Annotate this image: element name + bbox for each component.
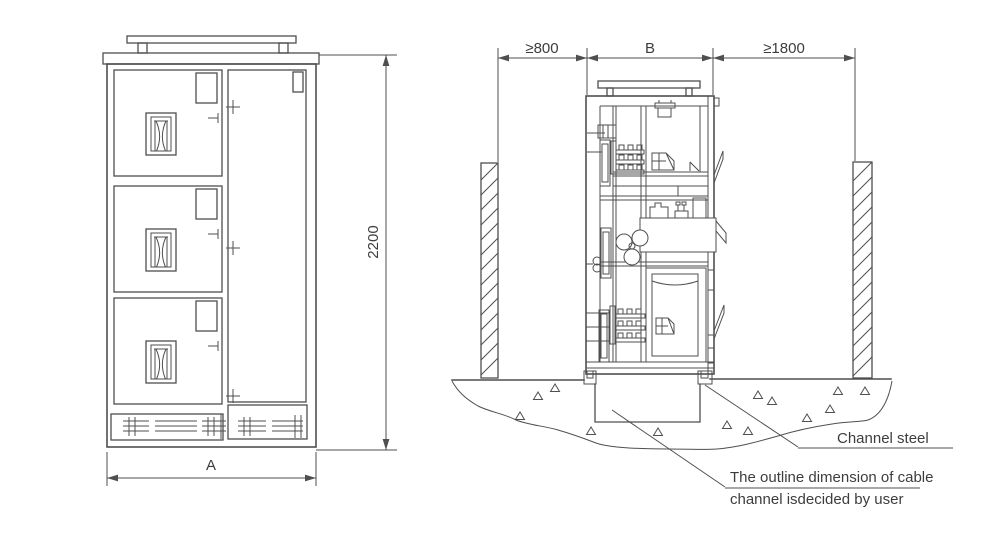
front-top-plate: [102, 52, 320, 65]
hinge-nub: [713, 97, 720, 107]
width-dimension-label: A: [206, 457, 216, 474]
meter-icon: [145, 228, 177, 272]
fan-icon: [615, 229, 649, 266]
door-handle-icon: [208, 113, 219, 123]
meter-icon: [145, 340, 177, 384]
cable-channel: [594, 383, 701, 423]
vent-panel-right: [227, 404, 308, 440]
aggregate-triangles: [514, 383, 871, 436]
vent-flap-lower: [713, 304, 725, 340]
screw-cross-icon: [226, 100, 240, 114]
lower-busbar-assembly: [586, 305, 646, 363]
screw-cross-icon: [226, 241, 240, 255]
vent-panel-left: [110, 413, 226, 441]
breaker-upper: [651, 152, 675, 171]
insulator: [599, 139, 611, 187]
wall-left: [480, 162, 499, 379]
height-dimension-label: 2200: [365, 225, 382, 258]
vent-flap-upper: [713, 150, 724, 184]
top-dimensions: ≥800 B ≥1800: [497, 40, 856, 162]
right-clearance-label: ≥1800: [763, 40, 805, 57]
excavation-contour: [451, 380, 893, 450]
front-compartment-2: [113, 185, 223, 293]
drawer-band: [639, 217, 717, 253]
insulator: [600, 227, 612, 279]
left-clearance-label: ≥800: [525, 40, 558, 57]
lower-compartment: [645, 267, 707, 363]
side-cabinet: [583, 80, 727, 385]
relay-window: [195, 300, 218, 332]
side-top-plate: [597, 80, 701, 89]
insulator: [598, 309, 610, 363]
cable-channel-note-line1: The outline dimension of cable: [730, 469, 933, 486]
upper-busbar-assembly: [587, 100, 701, 187]
width-dimension: A: [106, 452, 317, 486]
side-view: ≥800 B ≥1800: [451, 40, 953, 508]
relay-window: [195, 188, 218, 220]
cable-channel-note-line2: channel isdecided by user: [730, 491, 903, 508]
door-handle-icon: [208, 341, 219, 351]
meter-icon: [145, 112, 177, 156]
screw-cross-icon: [226, 389, 240, 403]
front-cabinet-body: [106, 63, 317, 448]
door-handle-icon: [208, 229, 219, 239]
front-compartment-3: [113, 297, 223, 405]
cabinet-feet: [583, 370, 713, 385]
vent-flap-mid: [715, 219, 727, 245]
top-vent-box: [654, 100, 676, 118]
front-view: A 2200: [102, 35, 397, 486]
front-compartment-1: [113, 69, 223, 177]
front-right-door: [226, 69, 307, 403]
channel-steel-callout: Channel steel: [704, 384, 953, 449]
busbar-comb: [614, 308, 646, 343]
busbar-comb: [615, 144, 645, 175]
cable-channel-note-callout: The outline dimension of cable channel i…: [611, 409, 933, 508]
height-dimension: 2200: [316, 54, 397, 451]
channel-steel-label: Channel steel: [837, 430, 929, 447]
door-window: [292, 71, 304, 93]
lifting-bar: [126, 35, 297, 54]
wall-right: [852, 161, 873, 379]
breaker-lower: [655, 317, 675, 335]
mid-insulators: [586, 227, 612, 279]
ground-line: [451, 378, 893, 450]
mid-shelf-components: [649, 197, 707, 219]
relay-window: [195, 72, 218, 104]
depth-label: B: [645, 40, 655, 57]
